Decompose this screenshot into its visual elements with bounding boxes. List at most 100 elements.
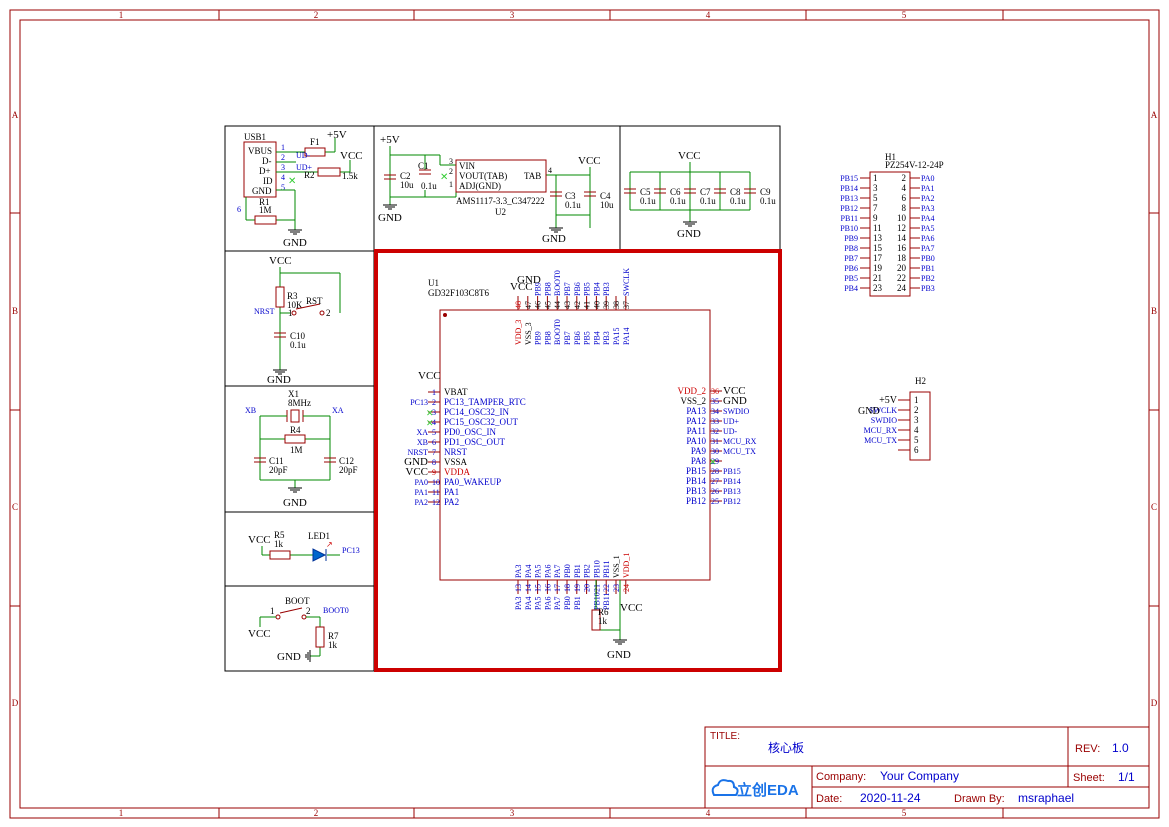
pin-name: PB14	[686, 476, 707, 486]
pin-name: PB5	[583, 331, 592, 345]
pin-name: BOOT0	[553, 319, 562, 345]
cap-ref: C9	[760, 187, 771, 197]
noconnect-x: ✕	[426, 418, 434, 428]
pin-net: PA6	[543, 597, 552, 611]
ldo-block: +5V VIN VOUT(TAB) ADJ(GND) TAB 3	[378, 134, 614, 245]
pin-number: 31	[711, 437, 719, 446]
pin-number: 47	[524, 301, 533, 309]
pin-name: VSS_1	[612, 555, 621, 578]
col-label: 3	[510, 10, 515, 20]
net-gnd: GND	[277, 651, 301, 663]
h2-pin-num: 4	[914, 425, 919, 435]
usb-pin-name: VBUS	[248, 146, 272, 156]
h1-right-net: PB2	[921, 274, 935, 283]
row-label: A	[12, 110, 19, 120]
row-label: B	[1151, 306, 1157, 316]
pin-number: 21	[592, 584, 601, 592]
h1-left-net: PB6	[844, 264, 858, 273]
pin-number: 8	[432, 458, 436, 467]
net-gnd: GND	[283, 497, 307, 509]
resistor-r2	[317, 167, 341, 177]
company-value: Your Company	[880, 769, 959, 783]
c2-value: 10u	[400, 180, 414, 190]
net-vcc: VCC	[578, 155, 601, 167]
net-vcc: VCC	[340, 150, 363, 162]
noconnect-x: ✕	[709, 457, 717, 467]
sheet-value: 1/1	[1118, 770, 1135, 784]
h1-pin-num: 20	[897, 263, 907, 273]
pin-name: PA1	[444, 487, 459, 497]
pin-name: PB2	[583, 564, 592, 578]
pin-name: VDD_1	[622, 553, 631, 578]
net-gnd: GND	[542, 233, 566, 245]
cap-ref: C6	[670, 187, 681, 197]
noconnect-x: ✕	[426, 408, 434, 418]
pin-name: PC14_OSC32_IN	[444, 407, 510, 417]
col-label: 3	[510, 808, 515, 818]
h1-part: PZ254V-12-24P	[885, 160, 944, 170]
r7-ref: R7	[328, 631, 339, 641]
r1-ref: R1	[259, 197, 270, 207]
c1-value: 0.1u	[421, 181, 437, 191]
h1-pin-num: 8	[902, 203, 907, 213]
h1-right-net: PA4	[921, 214, 935, 223]
r3-ref: R3	[287, 291, 298, 301]
pin-number: 38	[612, 301, 621, 309]
pin-net: GND	[723, 395, 747, 407]
col-label: 2	[314, 808, 319, 818]
noconnect-x: ✕	[440, 172, 448, 183]
pin-net: PB4	[592, 282, 601, 296]
pin-name: PD0_OSC_IN	[444, 427, 497, 437]
pin-number: 20	[583, 584, 592, 592]
pin-number: 15	[534, 584, 543, 592]
c11-ref: C11	[269, 456, 284, 466]
pin-name: PB10	[592, 560, 601, 578]
r2-value: 1.5k	[342, 171, 358, 181]
pin-number: 42	[573, 301, 582, 309]
pin-number: 18	[563, 584, 572, 592]
h1-pin-num: 10	[897, 213, 907, 223]
pin-number: 13	[514, 584, 523, 592]
net-vcc: VCC	[269, 255, 292, 267]
led-arrows-icon: ↗	[326, 540, 333, 549]
r3-value: 10K	[287, 300, 303, 310]
pin-net: UD+	[723, 417, 740, 426]
h1-pin-num: 7	[873, 203, 878, 213]
col-label: 1	[119, 808, 124, 818]
pin-name: PB4	[592, 331, 601, 345]
pin-name: VBAT	[444, 387, 468, 397]
pin-name: PA0_WAKEUP	[444, 477, 501, 487]
pin-number: 28	[711, 467, 719, 476]
pin-name: VSS_2	[680, 396, 706, 406]
resistor-r6	[591, 609, 601, 631]
r6-value: 1k	[598, 616, 608, 626]
col-label: 4	[706, 808, 711, 818]
col-label: 4	[706, 10, 711, 20]
pin-net: PB12	[723, 497, 741, 506]
c3-value: 0.1u	[565, 200, 581, 210]
pin-net: PB5	[583, 282, 592, 296]
pin-net: UD-	[723, 427, 738, 436]
pin-net: PB14	[723, 477, 741, 486]
h1-pin-num: 15	[873, 243, 883, 253]
h2-net: SWCLK	[869, 406, 897, 415]
boot-switch	[275, 607, 307, 620]
logo-text: 立创EDA	[737, 781, 799, 799]
c4-ref: C4	[600, 191, 611, 201]
net-xa: XA	[332, 406, 344, 415]
h1-pin-num: 17	[873, 253, 883, 263]
r5-ref: R5	[274, 530, 285, 540]
rev-label: REV:	[1075, 743, 1100, 755]
pin-name: PC15_OSC32_OUT	[444, 417, 519, 427]
pin-net: MCU_RX	[723, 437, 757, 446]
pin-number: 14	[524, 584, 533, 592]
mcu-body	[439, 309, 711, 581]
cap-ref: C7	[700, 187, 711, 197]
h1-left-net: PB12	[840, 204, 858, 213]
h2-pin-num: 3	[914, 415, 919, 425]
pin-net: VCC	[405, 466, 428, 478]
h1-left-net: PB9	[844, 234, 858, 243]
c1-ref: C1	[418, 161, 429, 171]
pin-net: XA	[416, 428, 428, 437]
